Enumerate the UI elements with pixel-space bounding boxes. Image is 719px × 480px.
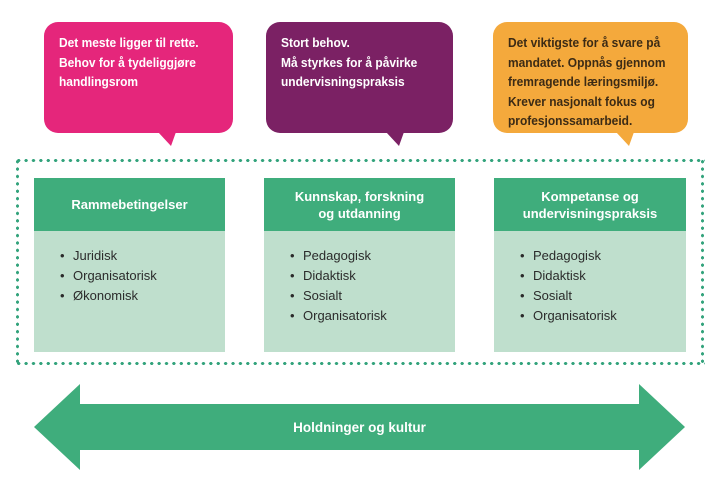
bubble-text: Det viktigste for å svare på mandatet. O… <box>508 33 668 131</box>
bubble-tail <box>158 132 176 146</box>
bubble-text-line: Stort behov. <box>281 35 350 50</box>
dotted-border-left <box>15 158 20 366</box>
card-title-line: Kompetanse og <box>541 188 639 204</box>
bubble-text-line: undervisningspraksis <box>281 74 405 89</box>
list-item: Sosialt <box>290 286 455 306</box>
speech-bubble-kunnskap: Stort behov. Må styrkes for å påvirke un… <box>266 22 453 146</box>
list-item: Didaktisk <box>290 266 455 286</box>
card-body: Juridisk Organisatorisk Økonomisk <box>34 231 225 352</box>
card-bullet-list: Juridisk Organisatorisk Økonomisk <box>60 246 225 306</box>
list-item: Organisatorisk <box>60 266 225 286</box>
arrow-shaft: Holdninger og kultur <box>79 404 640 450</box>
bubble-text-line: mandatet. Oppnås gjennom <box>508 54 666 70</box>
card-body: Pedagogisk Didaktisk Sosialt Organisator… <box>494 231 686 352</box>
card-title: Rammebetingelser <box>34 178 225 231</box>
arrow-right-head-icon <box>639 384 685 470</box>
speech-bubble-kompetanse: Det viktigste for å svare på mandatet. O… <box>493 22 688 146</box>
bubble-text-line: Behov for å tydeliggjøre <box>59 54 196 70</box>
list-item: Organisatorisk <box>520 306 686 326</box>
card-rammebetingelser: Rammebetingelser Juridisk Organisatorisk… <box>34 178 225 352</box>
card-title-line: og utdanning <box>318 205 401 221</box>
bubble-tail <box>386 132 404 146</box>
dotted-border-right <box>700 158 705 366</box>
bubble-text: Det meste ligger til rette. Behov for å … <box>59 33 214 92</box>
card-title: Kompetanse og undervisningspraksis <box>494 178 686 231</box>
bubble-text: Stort behov. Må styrkes for å påvirke un… <box>281 33 434 92</box>
card-kunnskap-forskning-utdanning: Kunnskap, forskning og utdanning Pedagog… <box>264 178 455 352</box>
dotted-frame: Rammebetingelser Juridisk Organisatorisk… <box>15 158 705 366</box>
card-title-line: undervisningspraksis <box>522 205 658 221</box>
list-item: Juridisk <box>60 246 225 266</box>
card-bullet-list: Pedagogisk Didaktisk Sosialt Organisator… <box>520 246 686 326</box>
speech-bubble-rammebetingelser: Det meste ligger til rette. Behov for å … <box>44 22 233 146</box>
list-item: Didaktisk <box>520 266 686 286</box>
arrow-left-head-icon <box>34 384 80 470</box>
card-bullet-list: Pedagogisk Didaktisk Sosialt Organisator… <box>290 246 455 326</box>
bubble-text-line: Det viktigste for å svare på <box>508 35 661 50</box>
card-title: Kunnskap, forskning og utdanning <box>264 178 455 231</box>
card-title-line: Rammebetingelser <box>71 197 188 212</box>
card-body: Pedagogisk Didaktisk Sosialt Organisator… <box>264 231 455 352</box>
bubble-text-line: Det meste ligger til rette. <box>59 35 199 50</box>
list-item: Sosialt <box>520 286 686 306</box>
list-item: Organisatorisk <box>290 306 455 326</box>
card-kompetanse-undervisningspraksis: Kompetanse og undervisningspraksis Pedag… <box>494 178 686 352</box>
bubble-text-line: profesjonssamarbeid. <box>508 113 633 128</box>
dotted-border-top <box>15 158 705 163</box>
dotted-border-bottom <box>15 361 705 366</box>
bubble-tail <box>616 132 634 146</box>
bubble-text-line: Må styrkes for å påvirke <box>281 54 418 70</box>
list-item: Økonomisk <box>60 286 225 306</box>
bubble-text-line: fremragende læringsmiljø. <box>508 74 659 89</box>
bubble-text-line: Krever nasjonalt fokus og <box>508 93 655 109</box>
list-item: Pedagogisk <box>290 246 455 266</box>
bubble-text-line: handlingsrom <box>59 74 139 89</box>
holdninger-kultur-arrow: Holdninger og kultur <box>34 384 685 470</box>
list-item: Pedagogisk <box>520 246 686 266</box>
arrow-label: Holdninger og kultur <box>293 419 426 435</box>
card-title-line: Kunnskap, forskning <box>294 188 425 204</box>
